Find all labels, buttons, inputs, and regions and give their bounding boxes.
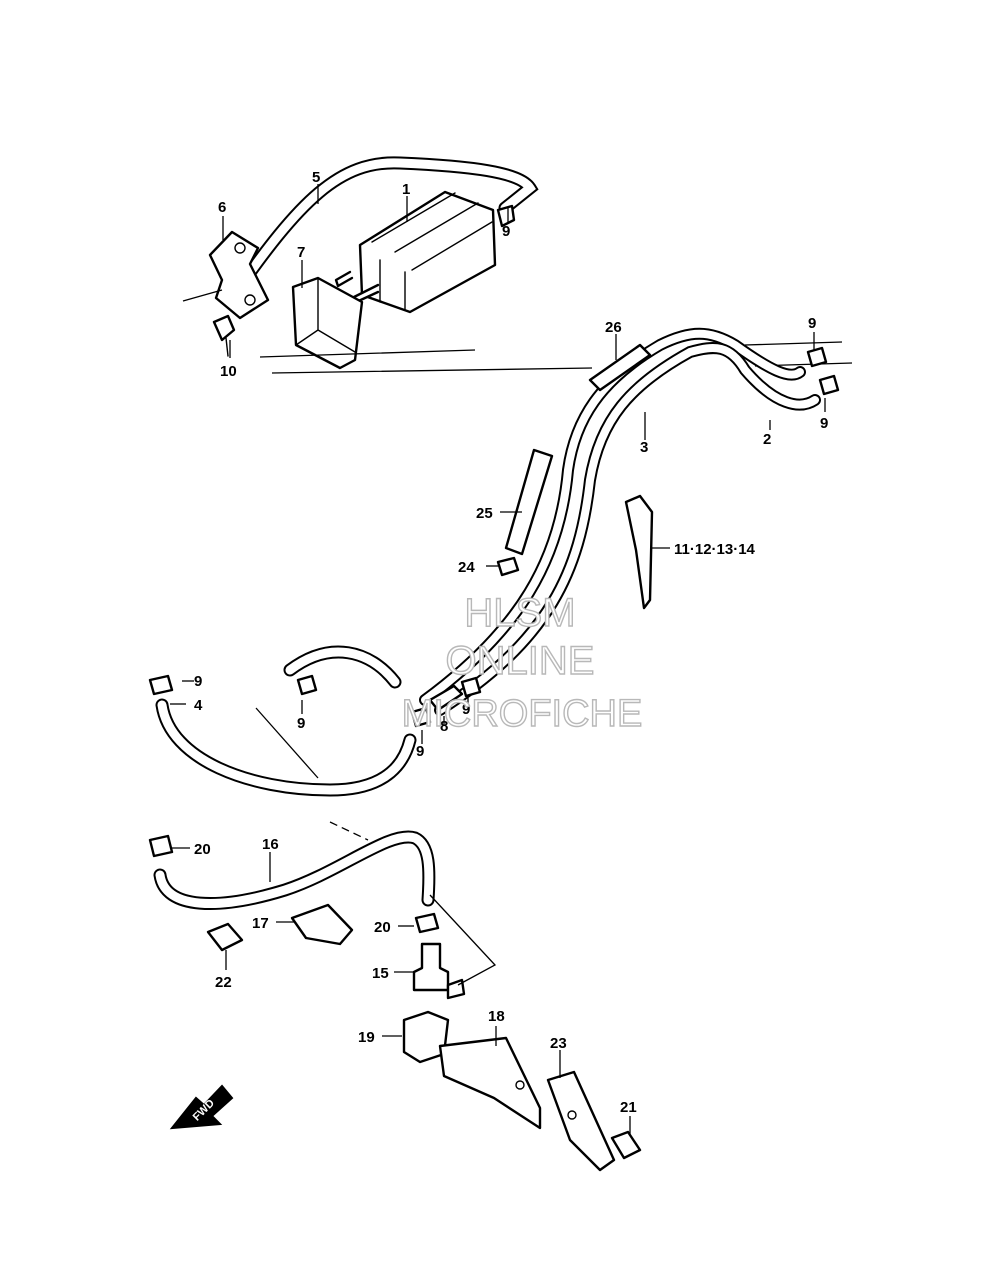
callout-21: 21 [620,1099,637,1116]
watermark-line3: MICROFICHE [402,693,643,735]
reference-line [329,821,369,841]
callout-26: 26 [605,319,622,336]
callout-24: 24 [458,559,475,576]
clip-9-right-lower[interactable] [818,374,840,396]
callout-labels: 1 2 3 4 5 6 7 8 9 9 9 9 9 9 9 10 11·12·1… [194,169,828,1116]
valve-15[interactable] [412,942,466,1000]
callout-10: 10 [220,363,237,380]
callout-leaders [170,184,826,1136]
callout-18: 18 [488,1008,505,1025]
clip-9-top[interactable] [496,204,516,228]
callout-8: 8 [440,718,448,735]
callout-6: 6 [218,199,226,216]
callout-17: 17 [252,915,269,932]
callout-5: 5 [312,169,320,186]
joint-8[interactable] [428,684,464,712]
bracket-18[interactable] [438,1036,542,1130]
callout-23: 23 [550,1035,567,1052]
watermark-line2: ONLINE [446,639,595,683]
watermark-line1: HLSM [464,591,575,635]
callout-20-right: 20 [374,919,391,936]
callout-1: 1 [402,181,410,198]
callout-9-right-lower: 9 [820,415,828,432]
callout-22: 22 [215,974,232,991]
callout-15: 15 [372,965,389,982]
callout-9-lower-center: 9 [416,743,424,760]
hose-16[interactable] [153,830,436,910]
tie-11-14[interactable] [624,494,654,610]
bracket-23[interactable] [546,1070,616,1172]
reference-line [255,707,319,779]
canister-1[interactable] [334,190,497,314]
clip-9-mid[interactable] [296,674,318,696]
clamp-20-right[interactable] [414,912,440,934]
callout-11-14: 11·12·13·14 [674,541,756,558]
cap-24[interactable] [496,556,520,577]
callout-7: 7 [297,244,305,261]
callout-25: 25 [476,505,493,522]
clip-9-right-upper[interactable] [806,346,828,368]
callout-3: 3 [640,439,648,456]
hose-5[interactable] [152,156,539,493]
clip-22[interactable] [206,922,244,952]
callout-2: 2 [763,431,771,448]
callout-9-top: 9 [502,223,510,240]
callout-9-lower-right: 9 [462,701,470,718]
reference-line [429,894,497,986]
callout-19: 19 [358,1029,375,1046]
bolt-10[interactable] [212,314,236,357]
fwd-arrow-icon: FWD [169,1084,234,1130]
bracket-6[interactable] [208,230,270,320]
hose-4[interactable] [155,645,417,797]
reference-line [259,349,593,374]
sleeve-25[interactable] [504,448,554,556]
callout-9-mid: 9 [297,715,305,732]
sleeve-26[interactable] [588,343,652,392]
clip-9-lower-right[interactable] [460,676,482,698]
reference-line [182,289,223,302]
callout-16: 16 [262,836,279,853]
callout-20-left: 20 [194,841,211,858]
holder-17[interactable] [290,903,354,946]
callout-9-left: 9 [194,673,202,690]
clip-9-lower-center[interactable] [410,706,432,728]
cap-7[interactable] [291,276,364,370]
clamp-20-left[interactable] [148,834,174,858]
callout-9-right-upper: 9 [808,315,816,332]
callout-4: 4 [194,697,203,714]
watermark: HLSM ONLINE MICROFICHE [401,590,643,735]
clip-9-left[interactable] [148,674,174,696]
bolt-21[interactable] [610,1130,642,1160]
